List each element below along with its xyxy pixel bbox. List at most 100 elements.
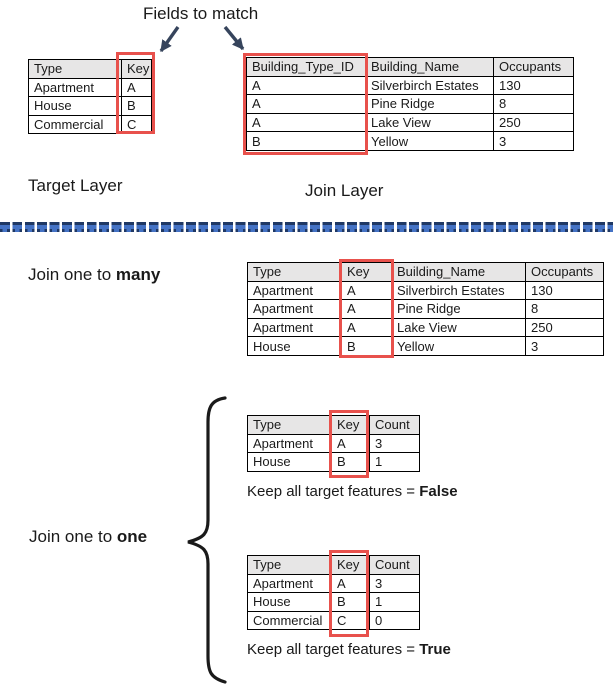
column-header-key: Key <box>331 415 370 435</box>
join-one-to-one-label: Join one to one <box>29 527 147 547</box>
keep-false-prefix: Keep all target features = <box>247 483 420 500</box>
table-row: Commercial C <box>28 114 152 135</box>
table-cell: A <box>341 299 392 319</box>
table-row: A Pine Ridge 8 <box>246 94 574 114</box>
table-row: House B 1 <box>247 452 420 472</box>
table-cell: Apartment <box>247 573 332 594</box>
table-cell: Yellow <box>365 131 494 151</box>
column-header-type: Type <box>28 59 122 79</box>
keep-false-bold: False <box>419 483 458 500</box>
arrows-group <box>159 25 245 52</box>
table-cell: Pine Ridge <box>365 94 494 114</box>
table-row: Apartment A Pine Ridge 8 <box>247 299 604 319</box>
column-header-type: Type <box>247 555 332 575</box>
table-cell: B <box>331 592 370 612</box>
join-one-to-one-prefix: Join one to <box>29 527 117 546</box>
one-to-one-true-table: Type Key Count Apartment A 3 House B 1 C… <box>247 555 420 631</box>
one-to-one-false-table: Type Key Count Apartment A 3 House B 1 <box>247 415 420 472</box>
table-cell: 250 <box>525 317 604 338</box>
table-cell: Lake View <box>365 112 494 133</box>
table-cell: A <box>246 112 366 133</box>
table-cell: Apartment <box>247 433 332 454</box>
target-layer-table: Type Key Apartment A House B Commercial … <box>28 59 152 135</box>
table-cell: Apartment <box>247 317 342 338</box>
table-cell: Apartment <box>247 299 342 319</box>
down-left-arrow-icon <box>159 26 180 52</box>
column-header-key: Key <box>341 262 392 282</box>
join-one-to-many-prefix: Join one to <box>28 265 116 284</box>
table-row: B Yellow 3 <box>246 131 574 151</box>
keep-true-label: Keep all target features = True <box>247 641 451 658</box>
column-header-building-name: Building_Name <box>391 262 526 282</box>
table-row: Apartment A <box>28 77 152 98</box>
keep-true-bold: True <box>419 641 451 658</box>
column-header-key: Key <box>121 59 152 79</box>
table-row: House B 1 <box>247 592 420 612</box>
table-cell: A <box>246 75 366 96</box>
table-cell: A <box>341 317 392 338</box>
section-divider <box>0 222 613 232</box>
table-cell: Apartment <box>28 77 122 98</box>
table-cell: B <box>331 452 370 472</box>
table-cell: Lake View <box>391 317 526 338</box>
table-cell: C <box>121 114 152 135</box>
column-header-type: Type <box>247 415 332 435</box>
join-layer-table: Building_Type_ID Building_Name Occupants… <box>246 57 574 151</box>
column-header-key: Key <box>331 555 370 575</box>
curly-brace-icon <box>187 396 227 684</box>
table-cell: 3 <box>369 433 420 454</box>
table-row: House B <box>28 96 152 116</box>
table-cell: 3 <box>525 336 604 356</box>
table-cell: C <box>331 610 370 631</box>
column-header-count: Count <box>369 415 420 435</box>
column-header-type: Type <box>247 262 342 282</box>
table-cell: A <box>341 280 392 301</box>
table-cell: Commercial <box>247 610 332 631</box>
table-cell: 8 <box>493 94 574 114</box>
table-row: House B Yellow 3 <box>247 336 604 356</box>
one-to-many-table: Type Key Building_Name Occupants Apartme… <box>247 262 604 356</box>
table-row: Apartment A 3 <box>247 573 420 594</box>
join-one-to-one-bold: one <box>116 527 148 546</box>
table-cell: 130 <box>493 75 574 96</box>
column-header-building-name: Building_Name <box>365 57 494 77</box>
table-cell: House <box>247 592 332 612</box>
table-cell: House <box>247 452 332 472</box>
table-cell: Yellow <box>391 336 526 356</box>
table-cell: A <box>331 573 370 594</box>
table-cell: A <box>331 433 370 454</box>
table-cell: 1 <box>369 452 420 472</box>
table-cell: Silverbirch Estates <box>365 75 494 96</box>
table-cell: B <box>341 336 392 356</box>
table-row: Commercial C 0 <box>247 610 420 631</box>
table-row: Apartment A Lake View 250 <box>247 317 604 338</box>
join-layer-label: Join Layer <box>305 181 384 200</box>
table-cell: 250 <box>493 112 574 133</box>
table-row: Apartment A 3 <box>247 433 420 454</box>
table-row: Apartment A Silverbirch Estates 130 <box>247 280 604 301</box>
table-cell: 0 <box>369 610 420 631</box>
column-header-occupants: Occupants <box>493 57 574 77</box>
table-cell: House <box>247 336 342 356</box>
table-cell: Pine Ridge <box>391 299 526 319</box>
table-row: A Silverbirch Estates 130 <box>246 75 574 96</box>
keep-true-prefix: Keep all target features = <box>247 641 420 658</box>
table-cell: A <box>121 77 152 98</box>
table-cell: Silverbirch Estates <box>391 280 526 301</box>
fields-to-match-title: Fields to match <box>143 4 259 23</box>
table-cell: 3 <box>493 131 574 151</box>
target-layer-label: Target Layer <box>28 176 123 195</box>
table-cell: 1 <box>369 592 420 612</box>
table-cell: 3 <box>369 573 420 594</box>
table-cell: House <box>28 96 122 116</box>
keep-false-label: Keep all target features = False <box>247 483 458 500</box>
table-cell: 130 <box>525 280 604 301</box>
table-cell: Apartment <box>247 280 342 301</box>
column-header-building-type-id: Building_Type_ID <box>246 57 366 77</box>
table-cell: B <box>121 96 152 116</box>
join-one-to-many-bold: many <box>115 265 161 284</box>
join-one-to-many-label: Join one to many <box>28 265 160 285</box>
table-cell: A <box>246 94 366 114</box>
column-header-count: Count <box>369 555 420 575</box>
table-cell: Commercial <box>28 114 122 135</box>
